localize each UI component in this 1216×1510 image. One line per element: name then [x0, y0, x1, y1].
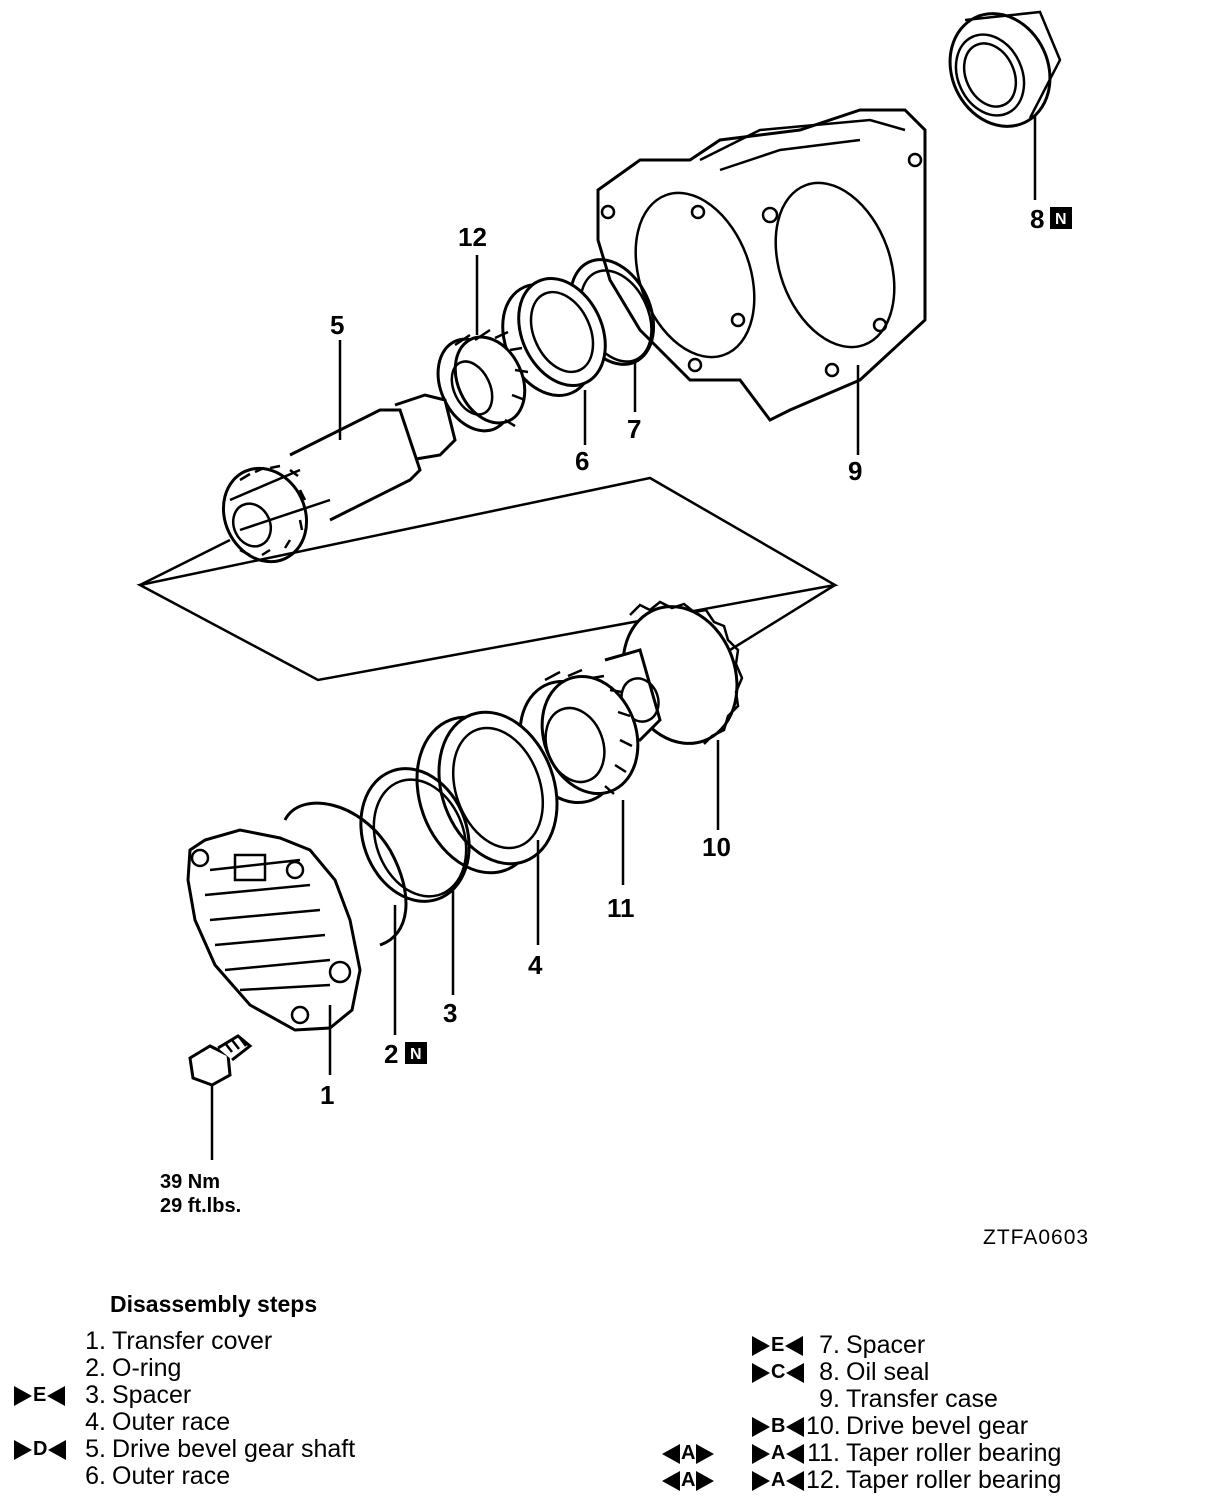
- drive-bevel-gear-part: [604, 600, 744, 745]
- torque-ftlbs: 29 ft.lbs.: [160, 1195, 241, 1217]
- callout-2: 2: [384, 1039, 398, 1069]
- callout-12: 12: [458, 222, 487, 252]
- step-9: 9.Transfer case: [819, 1385, 998, 1413]
- step-6: 6.Outer race: [85, 1462, 231, 1490]
- callout-8: 8: [1030, 204, 1044, 234]
- figure-id: ZTFA0603: [983, 1226, 1089, 1249]
- outer-race-6-part: [501, 277, 607, 397]
- step-12: 12.Taper roller bearing: [806, 1466, 1062, 1494]
- callout-4: 4: [528, 950, 543, 980]
- callout-7: 7: [627, 414, 641, 444]
- step-1: 1.Transfer cover: [85, 1327, 273, 1355]
- step-10-mark: B: [752, 1413, 805, 1440]
- drive-bevel-gear-shaft-part: [221, 393, 457, 564]
- step-8: 8.Oil seal: [819, 1358, 930, 1386]
- step-7: 7.Spacer: [819, 1331, 926, 1359]
- spacer-3-part: [359, 767, 471, 903]
- n-marker-8: [1050, 207, 1072, 229]
- torque-nm: 39 Nm: [160, 1171, 220, 1193]
- exploded-view-diagram: 8 N 12 5 7 6 9 10 11 4 3 2 N 1 39 Nm 29 …: [136, 10, 1089, 1249]
- step-4: 4.Outer race: [85, 1408, 231, 1436]
- callout-10: 10: [702, 832, 731, 862]
- step-12-mark: A: [752, 1467, 805, 1494]
- n-marker-2: [405, 1042, 427, 1064]
- steps-title: Disassembly steps: [110, 1291, 318, 1317]
- step-7-mark: E: [752, 1332, 804, 1359]
- o-ring-part: [283, 801, 408, 947]
- callout-3: 3: [443, 998, 457, 1028]
- transfer-case-part: [596, 108, 927, 422]
- step-2: 2.O-ring: [85, 1354, 182, 1382]
- callout-5: 5: [330, 310, 344, 340]
- callout-1: 1: [320, 1080, 334, 1110]
- taper-roller-bearing-12-part: [436, 328, 529, 433]
- transfer-cover-part: [186, 828, 362, 1032]
- callout-9: 9: [848, 456, 862, 486]
- n-marker-2-text: N: [410, 1046, 422, 1063]
- callout-6: 6: [575, 446, 589, 476]
- alignment-link-shaft: [139, 538, 231, 587]
- alignment-link-gear: [729, 583, 836, 652]
- callout-11: 11: [607, 893, 635, 923]
- oil-seal-part: [948, 10, 1062, 128]
- step-10: 10.Drive bevel gear: [806, 1412, 1029, 1440]
- step-8-mark: C: [752, 1359, 805, 1386]
- step-5-mark: D: [14, 1436, 67, 1463]
- step-11-mark: A: [752, 1440, 805, 1467]
- step-3: 3.Spacer: [85, 1381, 192, 1409]
- step-5: 5.Drive bevel gear shaft: [85, 1435, 356, 1463]
- step-11-pre-mark: A: [662, 1440, 715, 1467]
- step-11: 11.Taper roller bearing: [807, 1439, 1062, 1467]
- bolt-part: [188, 1034, 253, 1087]
- n-marker-8-text: N: [1055, 211, 1067, 228]
- step-3-mark: E: [14, 1382, 66, 1409]
- outer-race-4-part: [415, 710, 559, 875]
- step-12-pre-mark: A: [662, 1467, 715, 1494]
